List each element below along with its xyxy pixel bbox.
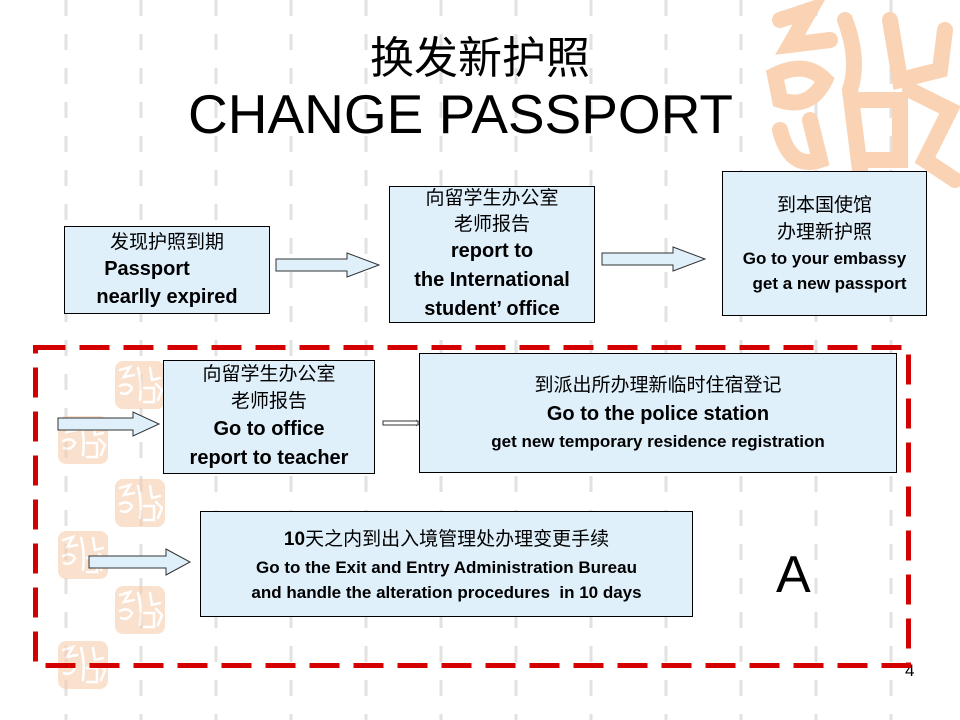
step-zh: 到派出所办理新临时住宿登记 [534,374,782,396]
block-arrow-right-icon [88,548,192,576]
step-zh: 发现护照到期 [109,231,224,253]
slide-title-chinese: 换发新护照 [370,33,590,84]
section-label: A [776,546,811,604]
step-go-to-embassy: 到本国使馆 办理新护照 Go to your embassy get a new… [722,171,927,316]
step-en-line: Go to your embassy [742,248,907,268]
step-police-station: 到派出所办理新临时住宿登记 Go to the police station g… [419,353,897,473]
big-seal-icon [765,0,960,188]
step-en-line: Go to office [213,418,325,440]
step-en-line: Passport [104,258,190,280]
block-arrow-right-icon [275,252,381,278]
seal-stamp-icon [114,360,166,415]
step-zh: 老师报告 [453,213,530,235]
step-zh: 天之内到出入境管理处办理变更手续 [305,527,610,550]
thin-arrow-right-icon [382,419,422,427]
step-go-to-office: 向留学生办公室 老师报告 Go to office report to teac… [163,360,375,474]
step-report-international-office: 向留学生办公室 老师报告 report to the International… [389,186,595,323]
step-zh: 办理新护照 [776,220,872,243]
step-exit-entry-bureau: 10天之内到出入境管理处办理变更手续 Go to the Exit and En… [200,511,693,617]
step-en-line: report to teacher [189,447,349,469]
step-en-line: Go to the Exit and Entry Administration … [256,557,637,577]
seal-stamp-icon [114,585,166,640]
step-en-line: report to [450,240,534,262]
step-en-line: nearlly expired [96,286,238,308]
step-en-line: get a new passport [752,273,907,293]
seal-stamp-icon [114,478,166,533]
step-passport-expired: 发现护照到期 Passport nearlly expired [64,226,270,314]
step-zh: 向留学生办公室 [202,363,336,385]
slide-title-english: CHANGE PASSPORT [188,83,734,145]
step-en-line: Go to the police station [546,403,770,425]
block-arrow-right-icon [601,246,707,272]
step-zh: 向留学生办公室 [425,187,559,209]
block-arrow-right-icon [57,411,161,437]
step-zh: 老师报告 [230,390,307,412]
step-zh-line: 10天之内到出入境管理处办理变更手续 [284,524,609,555]
page-number: 4 [905,661,915,680]
step-en-line: the International [414,269,570,291]
step-en-line: and handle the alteration procedures in … [251,582,642,602]
step-zh: 到本国使馆 [776,193,872,216]
step-en-line: get new temporary residence registration [491,432,825,451]
step-zh-prefix: 10 [283,528,306,550]
seal-stamp-icon [57,640,109,695]
step-en-line: student’ office [424,298,560,320]
